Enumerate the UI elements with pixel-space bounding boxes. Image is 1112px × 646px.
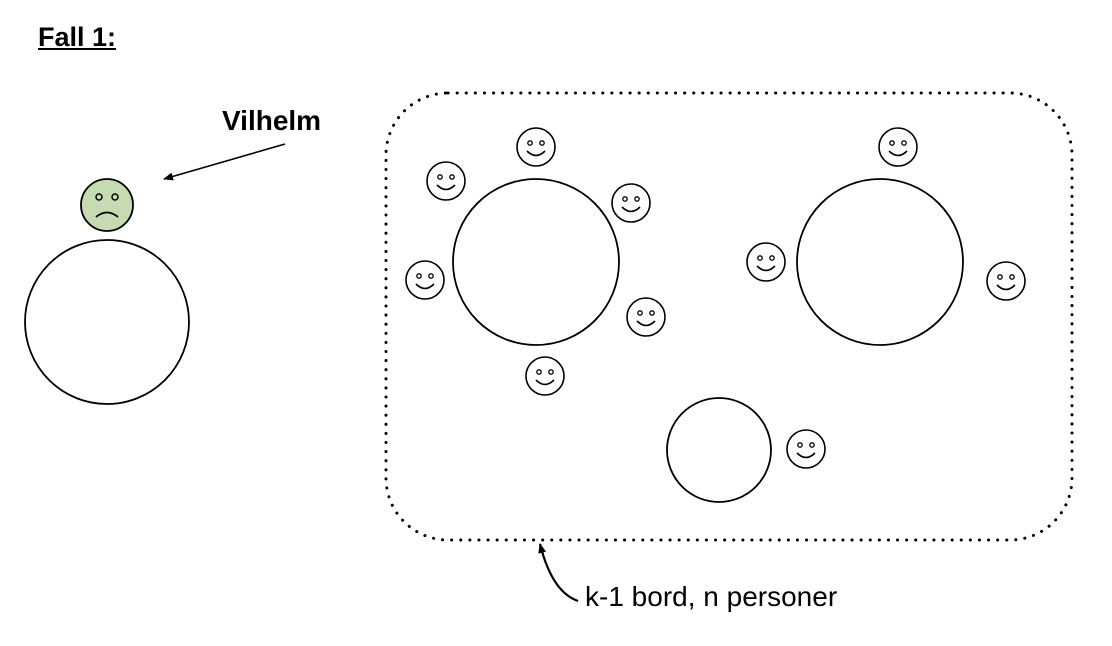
vilhelm-label: Vilhelm <box>222 105 322 136</box>
smiley-face-icon <box>611 183 651 223</box>
smiley-face-icon <box>746 242 786 282</box>
table-large-left <box>452 178 620 346</box>
smiley-face-icon <box>405 260 445 300</box>
smiley-face-icon <box>525 356 565 396</box>
table-small <box>666 397 772 503</box>
smiley-face-icon <box>426 161 466 201</box>
diagram-title: Fall 1: <box>38 22 117 52</box>
smiley-face-icon <box>626 297 666 337</box>
smiley-face-icon <box>878 127 918 167</box>
vilhelm-table <box>24 239 190 405</box>
group-arrow <box>538 543 579 603</box>
smiley-face-icon <box>986 261 1026 301</box>
smiley-face-icon <box>516 127 556 167</box>
group-label: k-1 bord, n personer <box>585 581 838 612</box>
table-large-right <box>796 178 964 346</box>
vilhelm-sad-face-icon <box>80 178 134 232</box>
smiley-face-icon <box>786 429 826 469</box>
guest-faces <box>405 127 1026 469</box>
vilhelm-arrow <box>163 143 286 181</box>
group-boundary <box>384 91 1074 542</box>
